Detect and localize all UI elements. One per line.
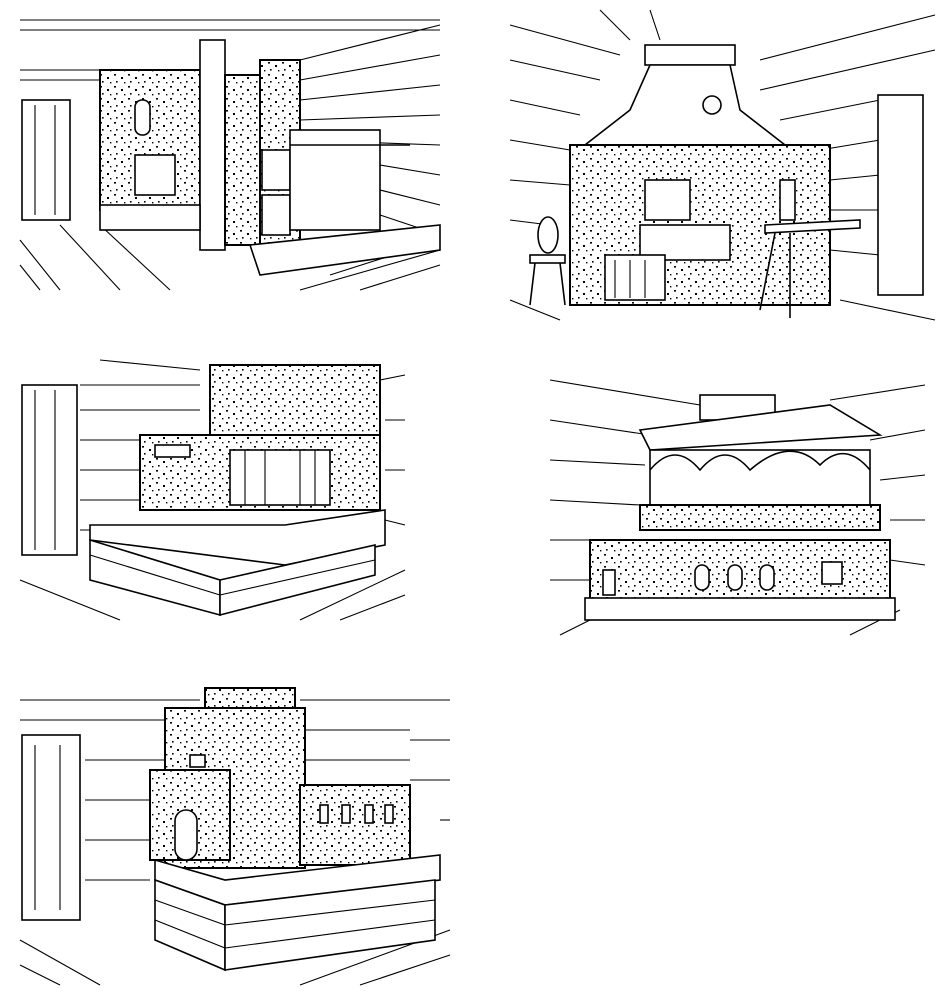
stove-panel-2	[509, 9, 936, 321]
stove-panel-3	[19, 359, 406, 621]
stove-panel-4	[549, 379, 926, 636]
stove-panel-5	[19, 687, 451, 986]
stove-panel-1	[19, 19, 441, 291]
